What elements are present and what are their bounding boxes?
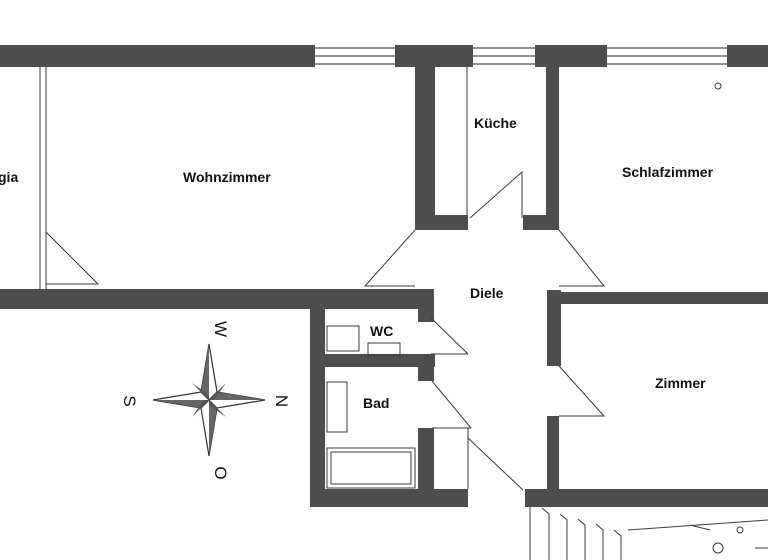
window-wohnzimmer (315, 47, 395, 65)
label-diele: Diele (470, 285, 504, 301)
middle-walls (0, 289, 768, 309)
compass-north: N (272, 395, 291, 407)
compass-star-icon (152, 343, 266, 457)
stairs (529, 82, 768, 560)
compass-west: W (211, 321, 230, 337)
compass-east: O (211, 466, 230, 479)
label-wohnzimmer: Wohnzimmer (183, 169, 271, 185)
top-wall (0, 45, 768, 67)
label-kueche: Küche (474, 115, 517, 131)
diele-doors (363, 170, 606, 491)
window-kueche (473, 47, 535, 65)
loggia-partition (39, 67, 100, 290)
compass-rose: W N S O (120, 321, 291, 480)
label-schlafzimmer: Schlafzimmer (622, 164, 714, 180)
zimmer-walls (525, 290, 768, 507)
kueche-walls (415, 67, 559, 230)
window-schlafzimmer (607, 47, 727, 65)
label-loggia: gia (0, 169, 18, 185)
wc-bad-walls (310, 305, 472, 507)
label-wc: WC (370, 323, 393, 339)
label-bad: Bad (363, 395, 389, 411)
label-zimmer: Zimmer (655, 375, 706, 391)
compass-south: S (120, 395, 139, 406)
